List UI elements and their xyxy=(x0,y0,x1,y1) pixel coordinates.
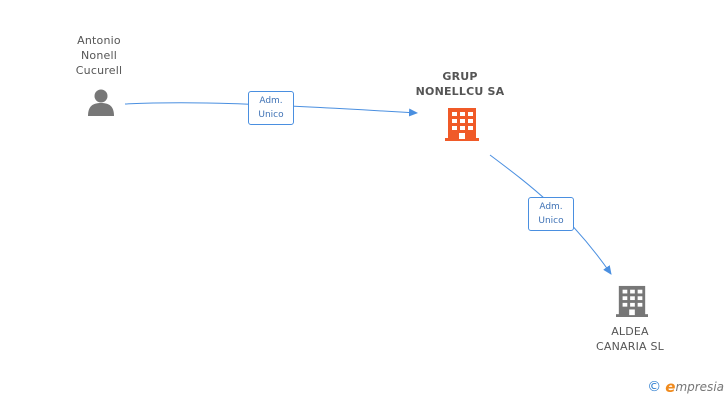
company-name-label[interactable]: GRUP NONELLCU SA xyxy=(415,70,505,98)
brand-initial: e xyxy=(665,378,676,396)
empresia-logo: © e mpresia xyxy=(647,378,724,396)
building-icon[interactable] xyxy=(616,284,648,318)
person-name-label[interactable]: Antonio Nonell Cucurell xyxy=(75,34,123,77)
brand-name: mpresia xyxy=(675,380,724,394)
person-icon[interactable] xyxy=(86,87,116,117)
edge-role-badge[interactable]: Adm. Unico xyxy=(248,91,294,125)
company-name-label[interactable]: ALDEA CANARIA SL xyxy=(596,325,664,353)
copyright-icon: © xyxy=(647,379,662,395)
edge-person-to-grup xyxy=(124,102,418,117)
building-icon[interactable] xyxy=(445,107,479,141)
edge-role-badge[interactable]: Adm. Unico xyxy=(528,197,574,231)
